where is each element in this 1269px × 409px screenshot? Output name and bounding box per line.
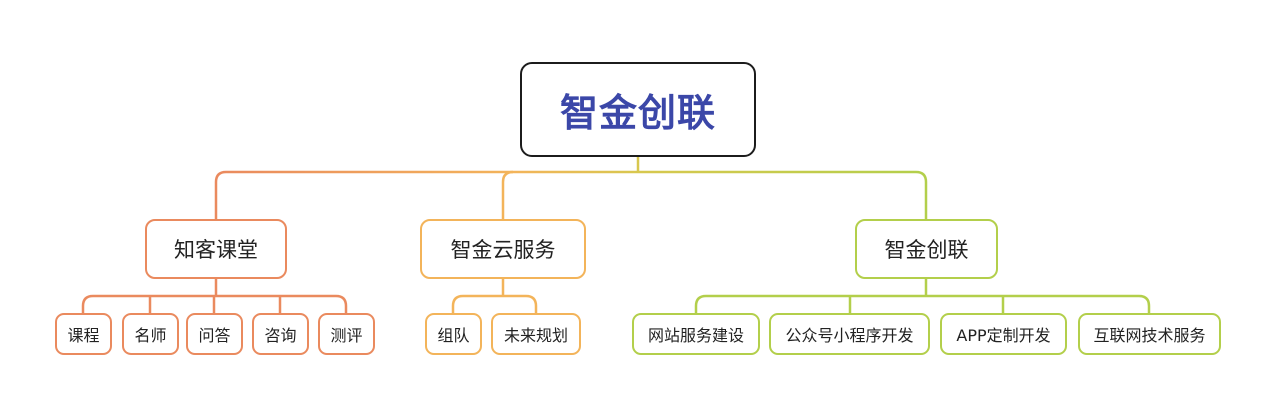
branch-node-zhike-classroom[interactable]: 知客课堂 [145, 219, 287, 279]
leaf-node-consulting[interactable]: 咨询 [252, 313, 309, 355]
connector-branch-3-bus [694, 294, 1151, 313]
leaf-node-assessment[interactable]: 测评 [318, 313, 375, 355]
leaf-node-teaming[interactable]: 组队 [425, 313, 482, 355]
connector-branch-2-bus [451, 294, 538, 313]
leaf-node-internet-tech-service[interactable]: 互联网技术服务 [1078, 313, 1221, 355]
connector-root-middle [501, 170, 514, 219]
leaf-node-official-account-miniapp[interactable]: 公众号小程序开发 [769, 313, 930, 355]
root-node[interactable]: 智金创联 [520, 62, 756, 157]
leaf-node-qa[interactable]: 问答 [186, 313, 243, 355]
leaf-node-courses[interactable]: 课程 [55, 313, 112, 355]
leaf-node-website-building[interactable]: 网站服务建设 [632, 313, 760, 355]
branch-node-zhijin-chuanglian[interactable]: 智金创联 [855, 219, 998, 279]
leaf-node-future-planning[interactable]: 未来规划 [491, 313, 581, 355]
leaf-node-teachers[interactable]: 名师 [122, 313, 179, 355]
branch-node-zhijin-cloud-service[interactable]: 智金云服务 [420, 219, 586, 279]
connector-root-left-corner [214, 170, 227, 219]
connector-root-right-corner [915, 170, 928, 219]
leaf-node-app-development[interactable]: APP定制开发 [940, 313, 1067, 355]
